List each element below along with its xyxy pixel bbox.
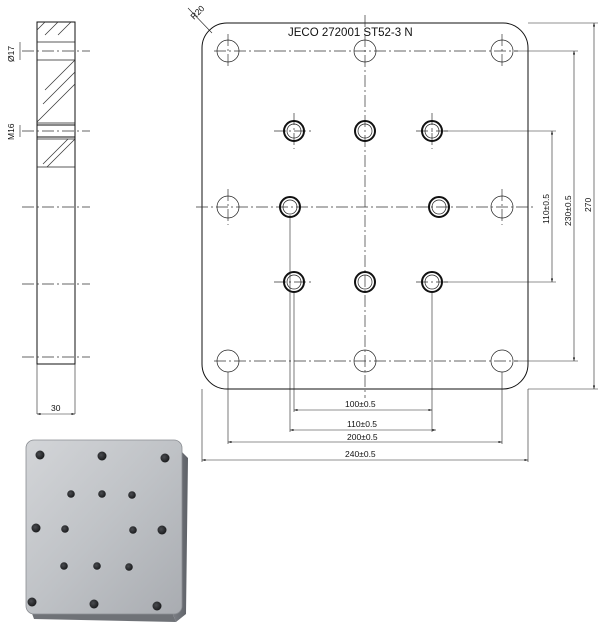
plate-3d-render [25,439,188,622]
render-holes [27,450,170,611]
threaded-holes [279,120,450,293]
hole-diameter-label: Ø17 [6,46,16,62]
dim-200: 200±0.5 [347,432,378,442]
radius-label: R20 [188,3,206,21]
side-view: Ø17 M16 30 [6,21,90,416]
side-view-outline [36,21,76,365]
dim-110-vertical: 110±0.5 [541,194,551,224]
thread-label: M16 [6,123,16,140]
center-lines [196,15,535,398]
dim-230: 230±0.5 [563,195,573,226]
section-hatch-bottom [42,138,76,168]
section-hatch-top [36,21,76,123]
dim-100: 100±0.5 [345,399,376,409]
front-view: R20 JECO 272001 ST52-3 N [187,3,598,462]
thickness-label: 30 [51,403,61,413]
dim-270: 270 [583,198,593,212]
plate-top-face [25,439,183,615]
part-number-title: JECO 272001 ST52-3 N [288,27,413,39]
horizontal-dimensions: 100±0.5 110±0.5 200±0.5 240±0.5 [201,215,529,462]
vertical-dimensions: 110±0.5 230±0.5 270 [444,22,598,390]
dim-110-horizontal: 110±0.5 [347,419,377,429]
dim-240: 240±0.5 [345,449,376,459]
